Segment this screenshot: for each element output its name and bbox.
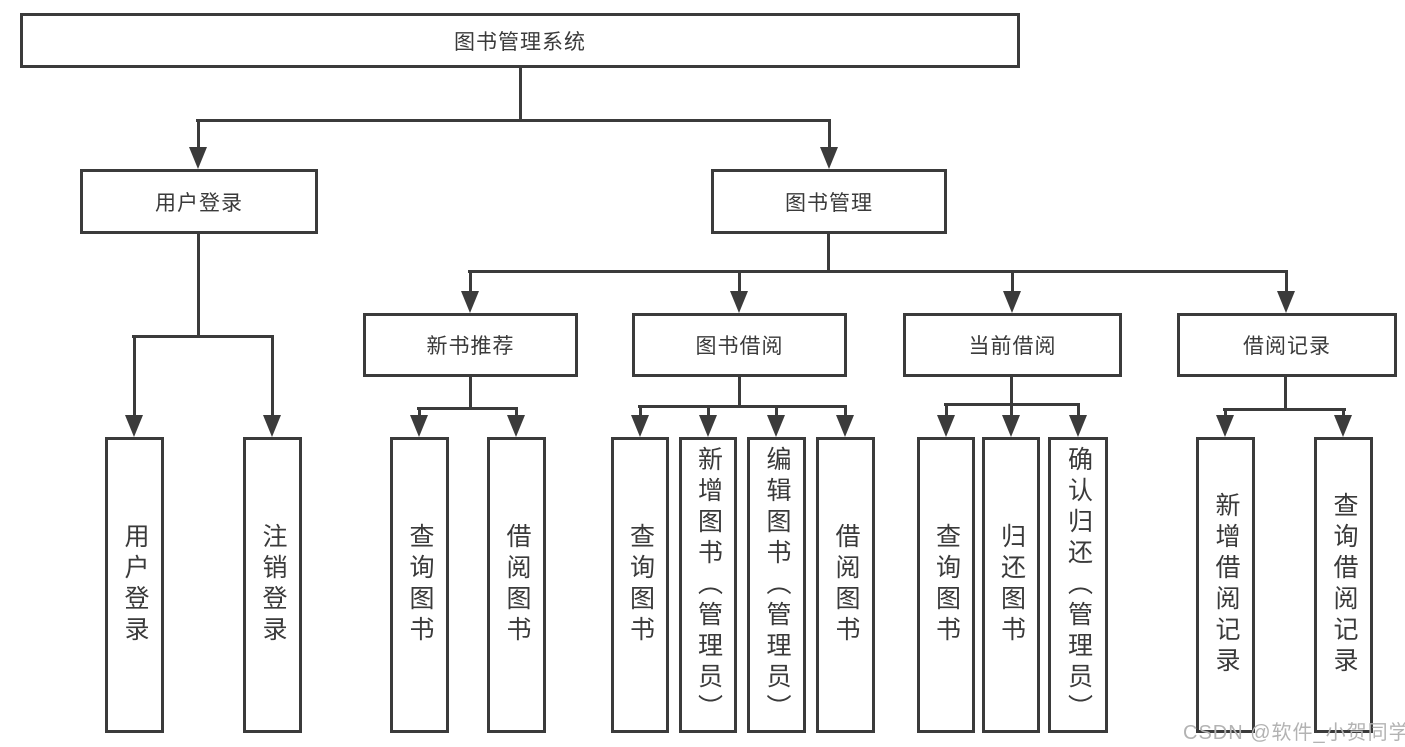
connector-arrow	[1277, 291, 1295, 313]
connector-line	[639, 405, 642, 419]
connector-line	[844, 405, 847, 419]
leaf-add-borrow-record: 新增借阅记录	[1196, 437, 1255, 733]
connector-line	[1224, 408, 1227, 419]
connector-arrow	[507, 415, 525, 437]
connector-line	[1011, 270, 1014, 296]
connector-line	[469, 376, 472, 410]
connector-arrow	[699, 415, 717, 437]
connector-line	[417, 407, 518, 410]
connector-arrow	[189, 147, 207, 169]
connector-arrow	[820, 147, 838, 169]
leaf-user-login-label: 用户登录	[121, 523, 149, 647]
node-borrowing-records-label: 借阅记录	[1243, 335, 1331, 358]
connector-arrow	[1003, 291, 1021, 313]
leaf-edit-book-admin: 编辑图书（管理员）	[747, 437, 806, 733]
connector-line	[1010, 403, 1013, 419]
node-borrowing-records: 借阅记录	[1177, 313, 1397, 377]
leaf-add-borrow-record-label: 新增借阅记录	[1212, 492, 1240, 678]
connector-arrow	[1334, 415, 1352, 437]
connector-line	[1223, 408, 1346, 411]
connector-line	[1284, 376, 1287, 411]
node-book-management: 图书管理	[711, 169, 947, 234]
node-root-label: 图书管理系统	[454, 30, 586, 54]
connector-arrow	[410, 415, 428, 437]
leaf-return-book: 归还图书	[982, 437, 1040, 733]
connector-arrow	[1216, 415, 1234, 437]
csdn-watermark: CSDN @软件_小贺同学	[1183, 722, 1405, 744]
connector-arrow	[730, 291, 748, 313]
connector-arrow	[937, 415, 955, 437]
connector-arrow	[263, 415, 281, 437]
node-book-borrowing-label: 图书借阅	[695, 335, 784, 358]
connector-line	[945, 403, 948, 419]
connector-line	[519, 68, 522, 121]
connector-arrow	[631, 415, 649, 437]
connector-line	[738, 376, 741, 408]
connector-line	[132, 335, 274, 338]
connector-arrow	[461, 291, 479, 313]
connector-line	[1285, 270, 1288, 296]
connector-line	[707, 405, 710, 419]
leaf-borrow-books-recommend: 借阅图书	[487, 437, 546, 733]
leaf-query-books-borrowing-label: 查询图书	[626, 523, 655, 647]
node-new-book-recommend: 新书推荐	[363, 313, 578, 377]
node-book-management-label: 图书管理	[785, 191, 873, 215]
node-user-login-label: 用户登录	[155, 191, 243, 215]
leaf-query-borrow-record-label: 查询借阅记录	[1330, 492, 1358, 678]
connector-line	[1342, 408, 1345, 419]
leaf-query-books-current-label: 查询图书	[932, 523, 961, 647]
connector-arrow	[1069, 415, 1087, 437]
connector-line	[738, 270, 741, 296]
leaf-add-book-admin-label: 新增图书（管理员）	[694, 445, 723, 725]
leaf-confirm-return-admin-label: 确认归还（管理员）	[1064, 445, 1093, 725]
connector-line	[1010, 376, 1013, 406]
connector-line	[133, 335, 136, 419]
connector-arrow	[125, 415, 143, 437]
leaf-query-books-recommend: 查询图书	[390, 437, 449, 733]
connector-line	[197, 233, 200, 338]
node-current-borrowing-label: 当前借阅	[968, 335, 1057, 358]
leaf-borrow-books-label: 借阅图书	[832, 523, 860, 647]
connector-line	[469, 270, 472, 296]
connector-line	[197, 119, 200, 151]
connector-line	[775, 405, 778, 419]
leaf-query-books-borrowing: 查询图书	[611, 437, 669, 733]
node-current-borrowing: 当前借阅	[903, 313, 1122, 377]
connector-arrow	[767, 415, 785, 437]
connector-line	[418, 407, 421, 419]
node-new-book-recommend-label: 新书推荐	[426, 335, 515, 358]
connector-line	[1077, 403, 1080, 419]
leaf-confirm-return-admin: 确认归还（管理员）	[1048, 437, 1108, 733]
leaf-borrow-books-recommend-label: 借阅图书	[503, 523, 531, 647]
connector-line	[271, 335, 274, 419]
leaf-edit-book-admin-label: 编辑图书（管理员）	[763, 445, 791, 725]
connector-arrow	[836, 415, 854, 437]
leaf-add-book-admin: 新增图书（管理员）	[679, 437, 737, 733]
node-book-borrowing: 图书借阅	[632, 313, 847, 377]
connector-line	[638, 405, 847, 408]
leaf-user-login: 用户登录	[105, 437, 164, 733]
connector-line	[828, 119, 831, 151]
leaf-query-books-recommend-label: 查询图书	[406, 523, 434, 647]
leaf-borrow-books: 借阅图书	[816, 437, 875, 733]
node-root: 图书管理系统	[20, 13, 1020, 68]
leaf-query-books-current: 查询图书	[917, 437, 975, 733]
node-user-login: 用户登录	[80, 169, 318, 234]
connector-line	[468, 270, 1288, 273]
connector-line	[196, 119, 831, 122]
connector-line	[515, 407, 518, 419]
connector-line	[827, 233, 830, 273]
leaf-return-book-label: 归还图书	[997, 523, 1026, 647]
leaf-query-borrow-record: 查询借阅记录	[1314, 437, 1373, 733]
leaf-logout-label: 注销登录	[259, 523, 287, 647]
leaf-logout: 注销登录	[243, 437, 302, 733]
connector-arrow	[1002, 415, 1020, 437]
